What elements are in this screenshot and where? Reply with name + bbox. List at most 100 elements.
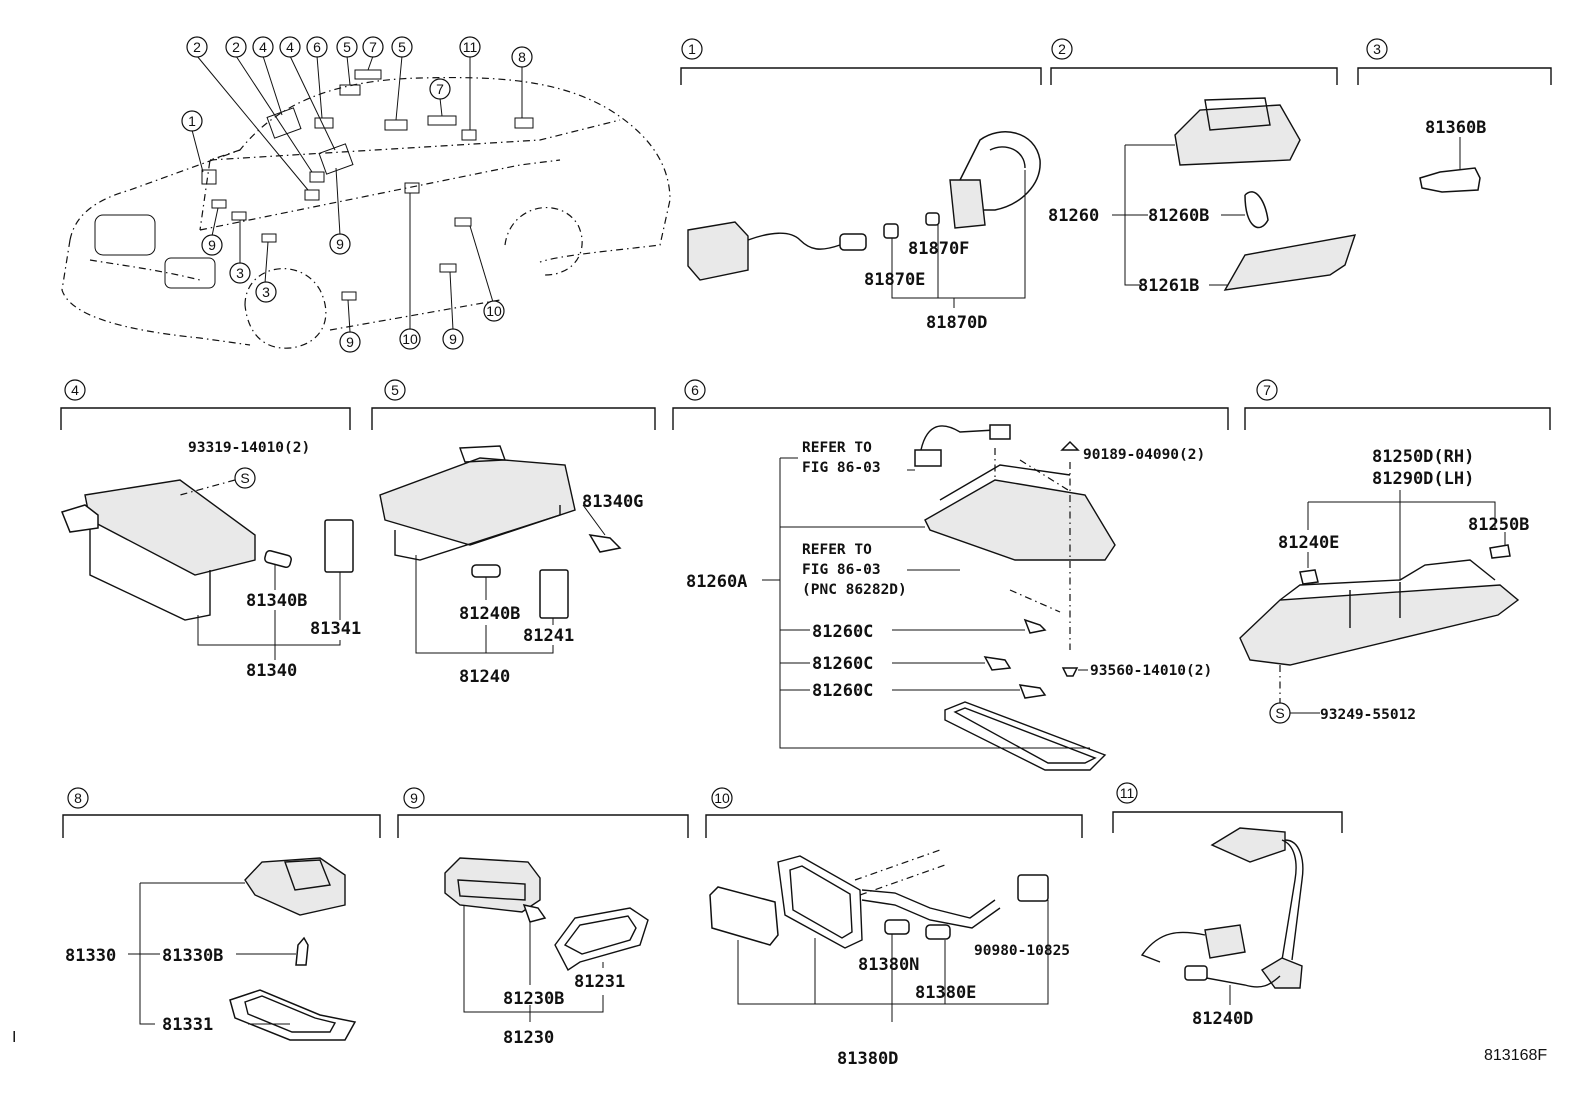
part-number-label: 81341 <box>310 619 361 639</box>
callout-circle: 3 <box>255 281 277 303</box>
part-number-label: 81340B <box>246 591 307 611</box>
section-8-courtesy-lamp: 8 81330 81330B 81331 <box>62 787 381 1041</box>
section-7-map-lamp-assy: 7 S 81250D(RH) 81290D(LH) 81240E 81250B … <box>1239 379 1551 724</box>
callout-circle: 2 <box>225 36 247 58</box>
stray-mark: I <box>12 1029 16 1046</box>
part-number-label: 81360B <box>1425 118 1486 138</box>
section-number: 5 <box>391 382 399 398</box>
section-number: 11 <box>1120 785 1135 801</box>
section-2-luggage-lamp: 2 81260 81260B 81261B <box>1048 38 1357 296</box>
callout-circle: 8 <box>511 46 533 68</box>
part-number-label: 81250D(RH) <box>1372 447 1474 467</box>
part-number-label: 93319-14010(2) <box>188 440 310 456</box>
callout-circle: 3 <box>229 262 251 284</box>
vehicle-overview <box>61 55 671 349</box>
section-9-door-lamp: 9 81230B 81231 81230 <box>397 787 689 1048</box>
part-number-label: 81241 <box>523 626 574 646</box>
callout-number: 9 <box>449 331 457 347</box>
callout-circle: 9 <box>201 234 223 256</box>
part-number-label: 81230B <box>503 989 564 1009</box>
callout-number: 4 <box>259 39 267 55</box>
callout-circle: 9 <box>329 233 351 255</box>
section-number: 6 <box>691 382 699 398</box>
part-number-label: 81260C <box>812 654 873 674</box>
callout-circle: 1 <box>181 110 203 132</box>
part-number-label: 81260B <box>1148 206 1209 226</box>
part-number-label: 81240B <box>459 604 520 624</box>
callout-number: 5 <box>398 39 406 55</box>
part-number-label: 81870D <box>926 313 987 333</box>
reference-note: FIG 86-03 <box>802 562 881 578</box>
callout-number: 3 <box>236 265 244 281</box>
callout-number: 10 <box>402 331 418 347</box>
part-number-label: 81380D <box>837 1049 898 1069</box>
section-5-interior-lamp: 5 81340G 81240B 81241 81240 <box>371 379 656 687</box>
part-number-label: 81331 <box>162 1015 213 1035</box>
part-number-label: 81240E <box>1278 533 1339 553</box>
section-1-vanity-lamp: 1 81870F 81870E 81870D <box>680 38 1042 333</box>
callout-circle: 6 <box>306 36 328 58</box>
section-number: 7 <box>1263 382 1271 398</box>
figure-code: 813168F <box>1484 1047 1547 1064</box>
part-number-label: 81240D <box>1192 1009 1253 1029</box>
part-number-label: 93560-14010(2) <box>1090 663 1212 679</box>
callout-circle: 4 <box>279 36 301 58</box>
section-6-console-lamp: 6 REFER TO F <box>672 379 1229 771</box>
part-number-label: 81240 <box>459 667 510 687</box>
part-number-label: 81380E <box>915 983 976 1003</box>
section-number: 3 <box>1373 41 1381 57</box>
part-number-label: 81340 <box>246 661 297 681</box>
part-number-label: 81260C <box>812 681 873 701</box>
section-number: 4 <box>71 382 79 398</box>
callout-circle: 11 <box>459 36 481 58</box>
reference-note: REFER TO <box>802 542 872 558</box>
callout-circle: 5 <box>391 36 413 58</box>
screw-symbol: S <box>1275 705 1284 721</box>
callout-number: 11 <box>463 39 478 55</box>
part-number-label: 81870E <box>864 270 925 290</box>
part-number-label: 81260 <box>1048 206 1099 226</box>
section-4-map-lamp: 4 S 93319-14010(2) 81340B 81341 81340 <box>60 379 361 681</box>
callout-number: 8 <box>518 49 526 65</box>
callout-circle: 2 <box>186 36 208 58</box>
callout-circle: 7 <box>362 36 384 58</box>
section-number: 9 <box>410 790 418 806</box>
callout-circle: 5 <box>336 36 358 58</box>
part-number-label: 90189-04090(2) <box>1083 447 1205 463</box>
callout-number: 7 <box>436 81 444 97</box>
section-number: 2 <box>1058 41 1066 57</box>
part-number-label: 81340G <box>582 492 643 512</box>
section-3-bulb: 3 81360B <box>1357 38 1552 193</box>
part-number-label: 81870F <box>908 239 969 259</box>
callout-number: 3 <box>262 284 270 300</box>
callout-circle: 9 <box>442 328 464 350</box>
part-number-label: 81260A <box>686 572 747 592</box>
callout-number: 9 <box>336 236 344 252</box>
section-number: 10 <box>714 790 730 806</box>
overview-callouts: 2 2 4 4 6 5 7 5 7 11 8 1 9 3 3 9 9 10 9 … <box>181 36 533 353</box>
callout-number: 7 <box>369 39 377 55</box>
callout-number: 9 <box>208 237 216 253</box>
part-number-label: 81290D(LH) <box>1372 469 1474 489</box>
callout-number: 4 <box>286 39 294 55</box>
reference-note: REFER TO <box>802 440 872 456</box>
section-number: 8 <box>74 790 82 806</box>
callout-number: 5 <box>343 39 351 55</box>
callout-circle: 10 <box>483 300 505 322</box>
section-11-spot-lamp: 11 81240D <box>1112 782 1343 1029</box>
part-number-label: 90980-10825 <box>974 943 1070 959</box>
part-number-label: 81250B <box>1468 515 1529 535</box>
reference-note: (PNC 86282D) <box>802 582 907 598</box>
callout-number: 9 <box>346 334 354 350</box>
callout-number: 1 <box>188 113 196 129</box>
callout-number: 2 <box>193 39 201 55</box>
callout-circle: 4 <box>252 36 274 58</box>
screw-symbol: S <box>240 470 249 486</box>
section-10-step-lamp: 10 90980-10825 81380N 81380E 81380D <box>705 787 1083 1069</box>
callout-number: 2 <box>232 39 240 55</box>
reference-note: FIG 86-03 <box>802 460 881 476</box>
callout-circle: 7 <box>429 78 451 100</box>
callout-circle: 9 <box>339 331 361 353</box>
